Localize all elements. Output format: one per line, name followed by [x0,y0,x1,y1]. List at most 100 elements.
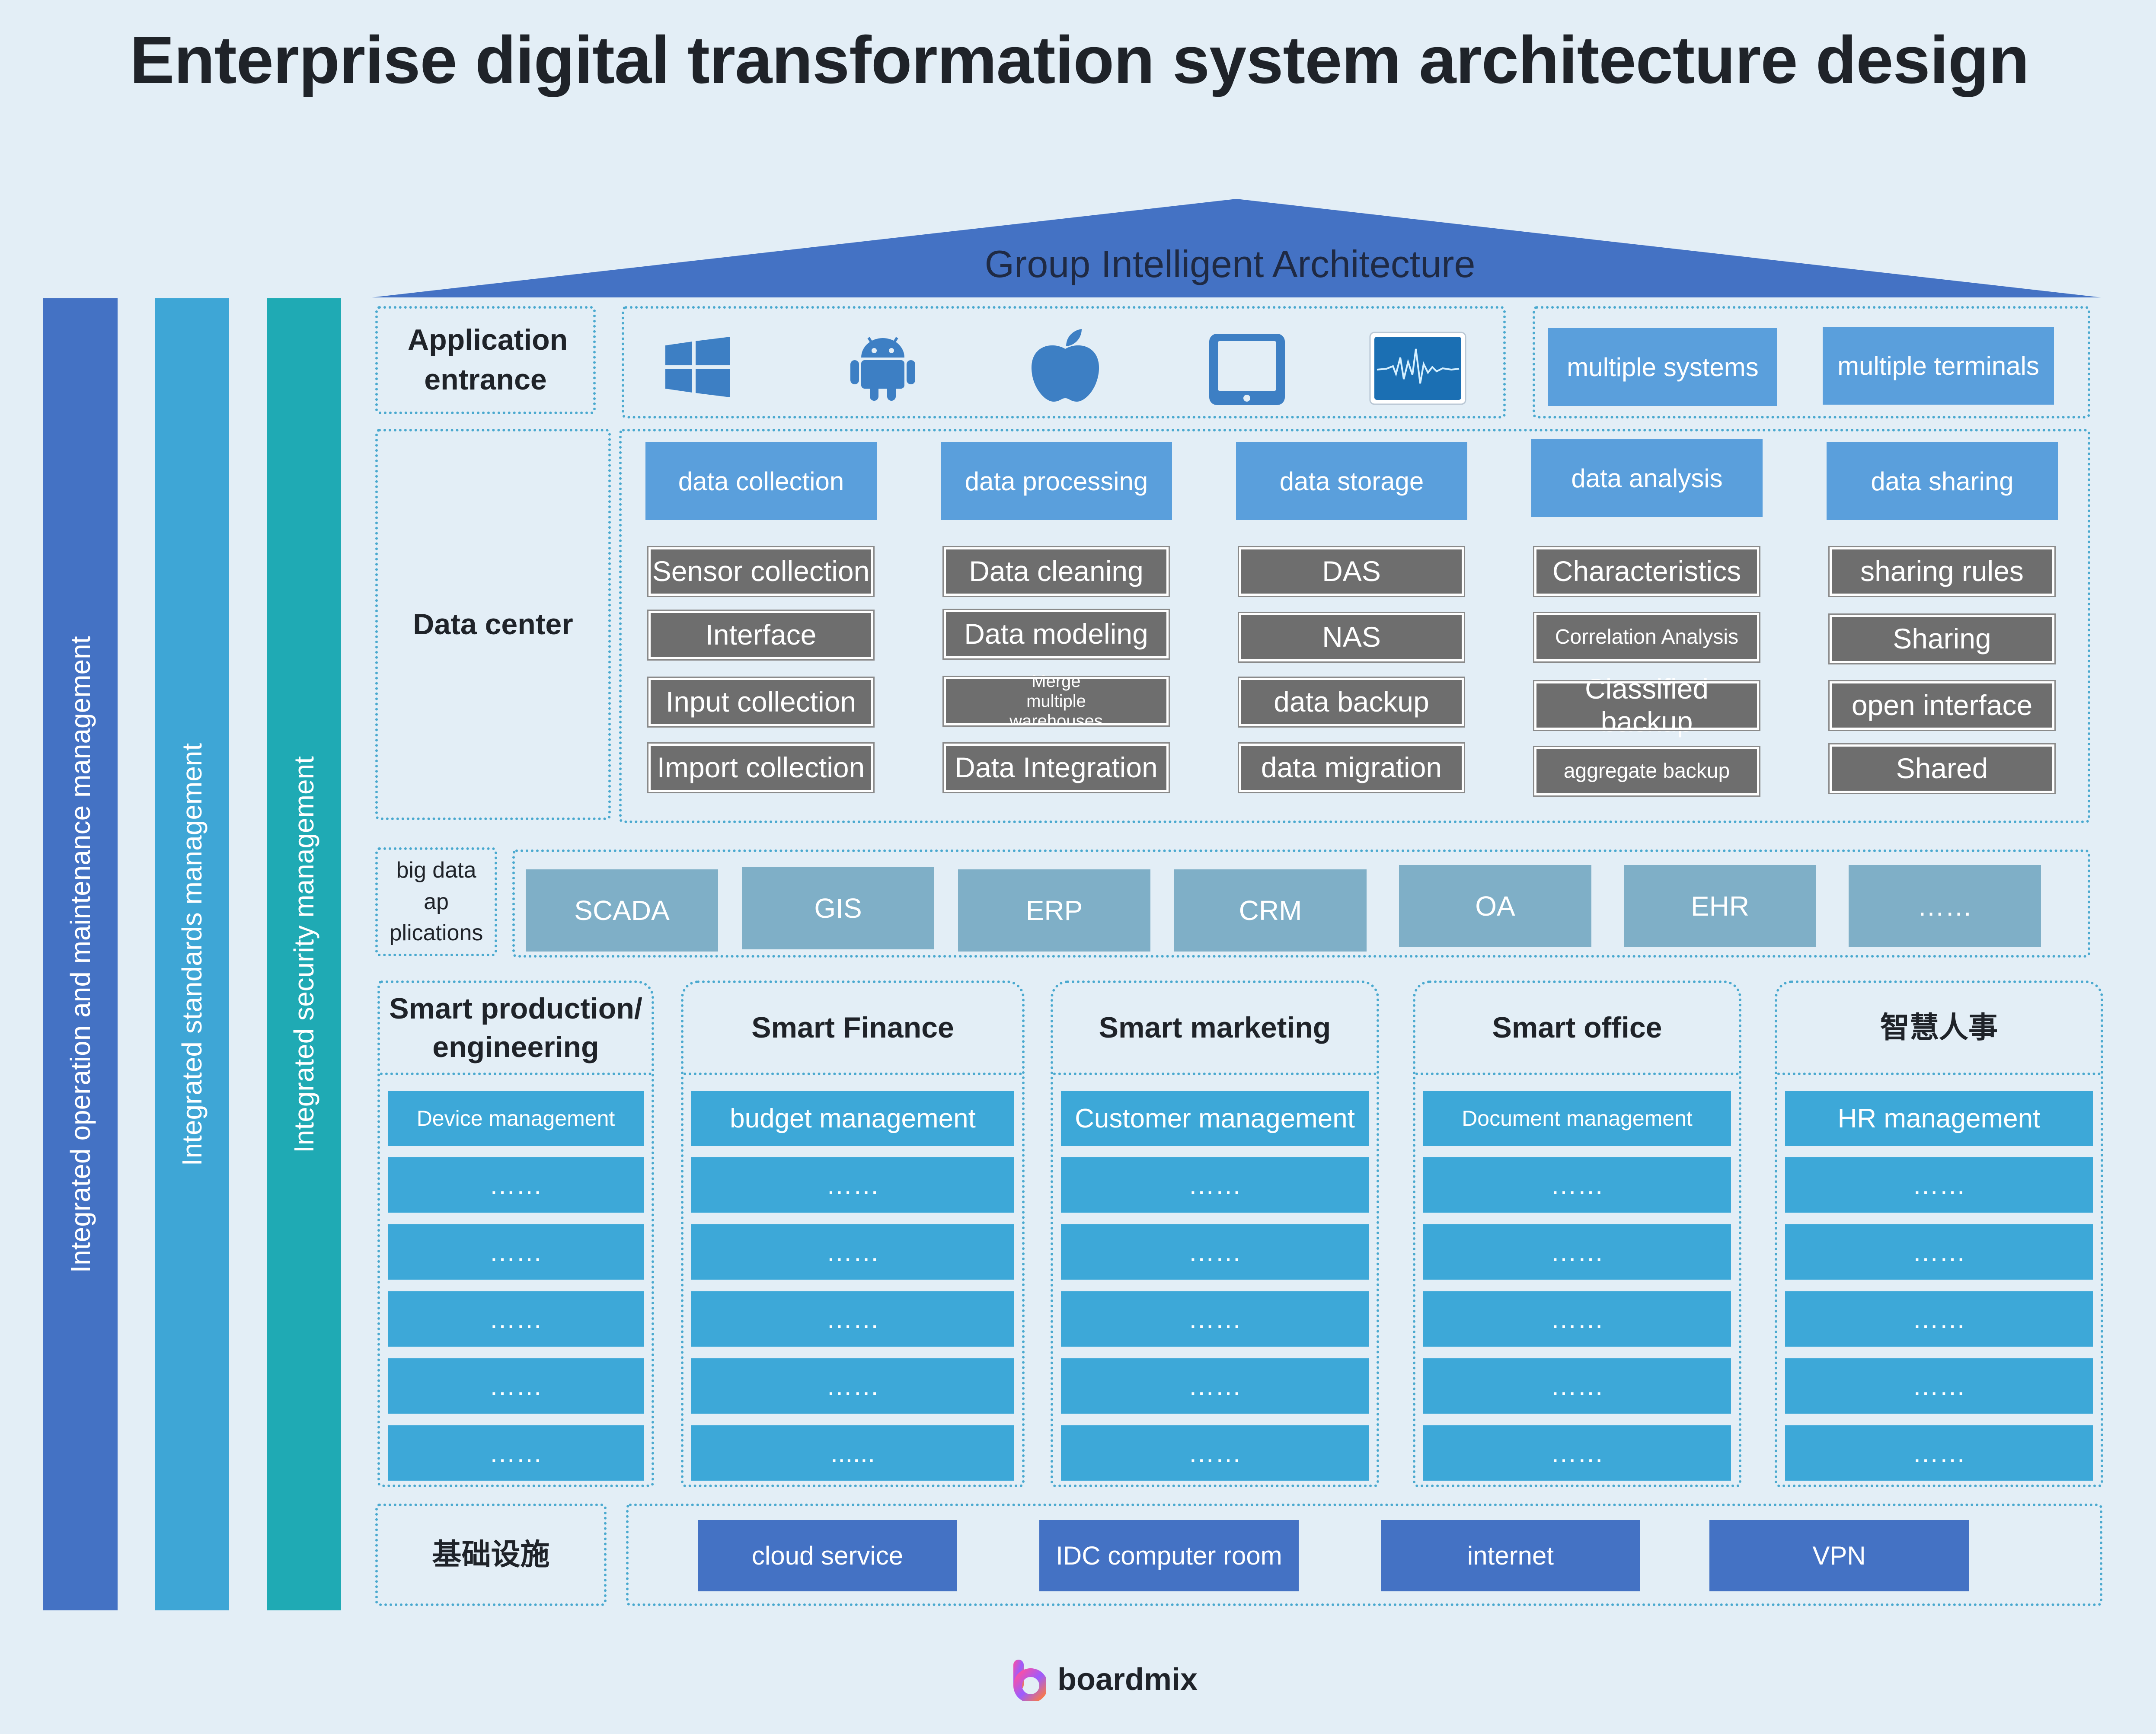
smart-section-item: …… [691,1224,1014,1280]
infrastructure-item: internet [1381,1520,1640,1591]
infrastructure-content-box: cloud service IDC computer room internet… [626,1504,2102,1606]
multiple-systems-box: multiple systems [1548,328,1777,406]
smart-section-item: …… [1785,1358,2093,1414]
data-center-item: Interface [647,610,875,661]
smart-section-item: …… [388,1224,644,1280]
smart-section-item: …… [1423,1358,1731,1414]
infrastructure-item: cloud service [698,1520,957,1591]
android-icon [845,332,920,402]
app-entrance-label: Application entrance [408,323,568,396]
app-entrance-label-box: Application entrance [375,306,596,414]
smart-section-item: …… [388,1358,644,1414]
data-center-item: Sharing [1828,613,2056,664]
pillar-standards: Integrated standards management [155,298,229,1610]
big-data-content-box: SCADA GIS ERP CRM OA EHR …… [512,849,2090,958]
pillar-label: Integrated standards management [176,743,208,1166]
smart-section-item: …… [388,1425,644,1481]
data-center-item: sharing rules [1828,546,2056,597]
smart-section-title: Smart marketing [1053,983,1377,1075]
smart-section-title: Smart office [1415,983,1739,1075]
app-systems-box: multiple systems multiple terminals [1533,306,2090,418]
smart-section-item: …… [1423,1291,1731,1347]
smart-section-item: …… [1061,1157,1369,1213]
pillar-security: Integrated security management [267,298,341,1610]
pillar-label: Integrated security management [288,756,319,1153]
data-center-item: DAS [1238,546,1465,597]
smart-section-item: …… [1785,1425,2093,1481]
data-center-item: Classified backup [1533,673,1760,738]
app-icons-box [622,306,1506,418]
infrastructure-label: 基础设施 [432,1538,550,1571]
data-analysis-header: data analysis [1531,439,1763,517]
big-data-app: …… [1849,865,2041,947]
data-center-item: aggregate backup [1533,746,1760,797]
data-center-item: Correlation Analysis [1533,612,1760,663]
data-center-item: Data cleaning [942,546,1170,597]
data-center-item: NAS [1238,612,1465,663]
data-storage-header: data storage [1236,442,1467,520]
big-data-app: SCADA [526,869,718,952]
data-center-label-box: Data center [375,429,611,820]
big-data-app: ERP [958,869,1150,952]
footer-brand-text: boardmix [1057,1662,1198,1697]
windows-icon [663,335,732,399]
infrastructure-label-box: 基础设施 [375,1504,607,1606]
tablet-icon [1206,330,1288,408]
data-center-item: Data Integration [942,742,1170,793]
big-data-app: EHR [1624,865,1816,947]
smart-section-item: …… [1785,1224,2093,1280]
smart-section-item: …… [388,1157,644,1213]
smart-section-primary-item: Device management [388,1091,644,1146]
big-data-app: CRM [1174,869,1367,952]
smart-section-item: …… [1423,1224,1731,1280]
smart-section-primary-item: HR management [1785,1091,2093,1146]
data-center-item: data migration [1238,742,1465,793]
smart-section-title: 智慧人事 [1777,983,2101,1075]
data-center-item: data backup [1238,677,1465,728]
pillar-operation-maintenance: Integrated operation and maintenance man… [43,298,118,1610]
smart-section-item: …… [1061,1358,1369,1414]
pillar-label: Integrated operation and maintenance man… [65,635,96,1273]
infrastructure-item: IDC computer room [1039,1520,1299,1591]
smart-section-item: …… [1061,1224,1369,1280]
smart-section: 智慧人事 HR management …… …… …… …… …… [1775,980,2103,1487]
smart-section-item: …… [1423,1157,1731,1213]
smart-section-item: …… [691,1358,1014,1414]
big-data-app: GIS [742,867,934,949]
smart-section-item: …… [1423,1425,1731,1481]
big-data-label: big data ap plications [389,857,483,946]
data-center-content-box: data collection Sensor collection Interf… [619,429,2090,823]
smart-section-title: Smart Finance [684,983,1022,1075]
data-center-item: Import collection [647,742,875,793]
big-data-app: OA [1399,865,1591,947]
boardmix-logo-icon [1013,1660,1046,1701]
smart-section-primary-item: Customer management [1061,1091,1369,1146]
data-processing-header: data processing [941,442,1172,520]
smart-section-item: …… [1785,1157,2093,1213]
smart-section-item: …… [691,1157,1014,1213]
apple-icon [1024,328,1106,404]
waveform-monitor-icon [1368,330,1467,406]
smart-section-item: ...... [691,1425,1014,1481]
smart-section-item: …… [691,1291,1014,1347]
data-center-item: Sensor collection [647,546,875,597]
roof-triangle [372,199,2101,297]
smart-section-item: …… [388,1291,644,1347]
data-center-item: open interface [1828,680,2056,731]
multiple-terminals-box: multiple terminals [1823,327,2054,405]
smart-section-title: Smart production/ engineering [380,983,652,1075]
smart-section-item: …… [1061,1291,1369,1347]
data-center-item: Data modeling [942,609,1170,660]
smart-section-item: …… [1785,1291,2093,1347]
smart-section-primary-item: budget management [691,1091,1014,1146]
smart-section-primary-item: Document management [1423,1091,1731,1146]
data-center-label: Data center [413,607,573,641]
data-center-item: Merge multiple warehouses [942,672,1170,731]
data-collection-header: data collection [645,442,877,520]
page-title: Enterprise digital transformation system… [130,22,2029,97]
smart-section-item: …… [1061,1425,1369,1481]
roof-label: Group Intelligent Architecture [984,243,1476,285]
